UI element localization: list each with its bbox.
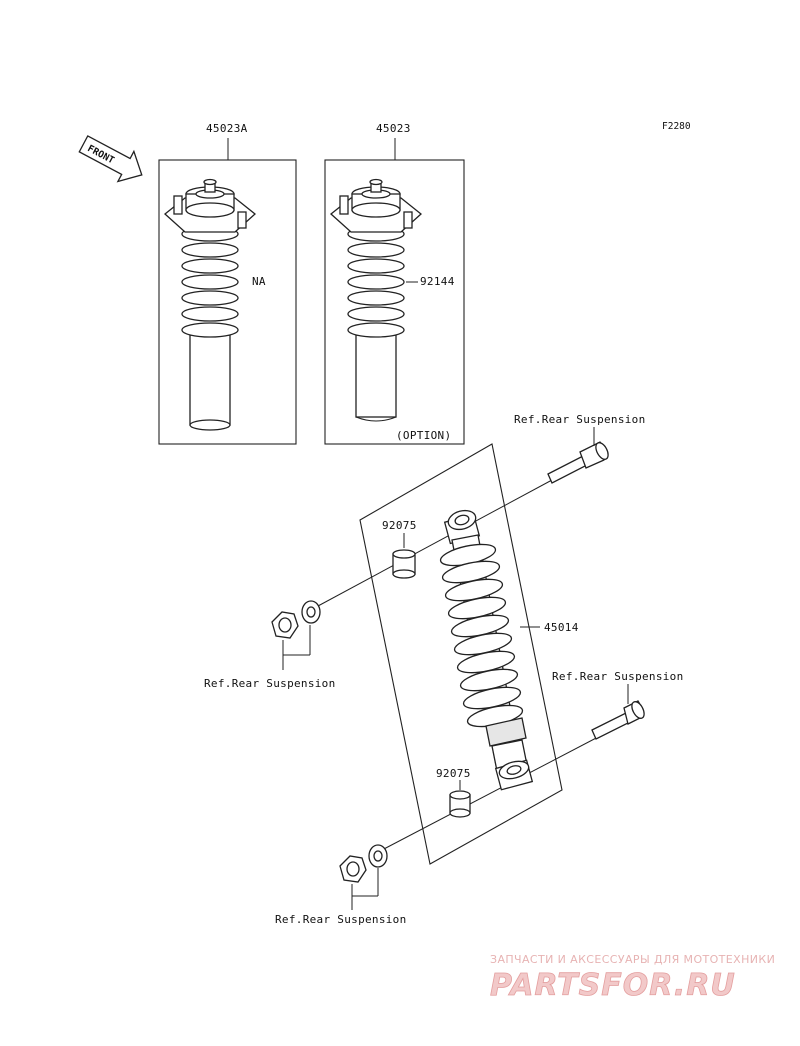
- spring-label-na: NA: [252, 275, 266, 288]
- rear-shock-frame: [359, 443, 563, 865]
- part-label-45023a: 45023A: [206, 122, 248, 135]
- lower-bolt: [591, 700, 645, 740]
- upper-nut-washer: [271, 600, 321, 639]
- part-label-92075-upper: 92075: [382, 519, 417, 532]
- upper-collar-92075: [392, 549, 416, 579]
- option-note: (OPTION): [396, 429, 451, 442]
- diagram-code: F2280: [662, 121, 691, 132]
- spring-label-92144: 92144: [420, 275, 455, 288]
- part-label-45014: 45014: [544, 621, 579, 634]
- front-arrow-icon: FRONT: [78, 135, 143, 183]
- part-label-92075-lower: 92075: [436, 767, 471, 780]
- watermark-brand: PARTSFOR.RU: [490, 968, 736, 1003]
- rear-shock-45014: [439, 509, 534, 791]
- upper-bolt: [547, 441, 609, 484]
- ref-upper-nut: Ref.Rear Suspension: [204, 677, 336, 690]
- shock-45023: [330, 178, 422, 422]
- lower-collar-92075: [449, 790, 471, 818]
- part-label-45023: 45023: [376, 122, 411, 135]
- lower-nut-washer: [339, 844, 388, 883]
- ref-upper-bolt: Ref.Rear Suspension: [514, 413, 646, 426]
- shock-45023a: [164, 178, 256, 431]
- ref-lower-bolt: Ref.Rear Suspension: [552, 670, 684, 683]
- watermark-tagline: ЗАПЧАСТИ И АКСЕССУАРЫ ДЛЯ МОТОТЕХНИКИ: [490, 953, 775, 966]
- ref-lower-nut: Ref.Rear Suspension: [275, 913, 407, 926]
